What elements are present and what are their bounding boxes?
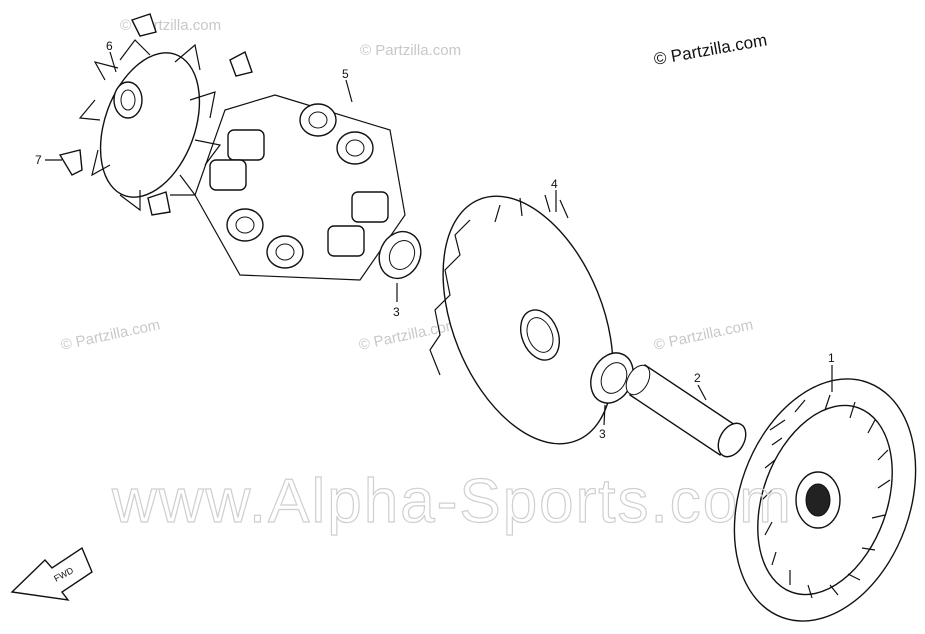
callout-label: 4 <box>551 177 558 191</box>
callout-label: 7 <box>35 153 42 167</box>
callout-label: 5 <box>342 67 349 81</box>
callout-label: 6 <box>106 39 113 53</box>
slider-clip-part-7 <box>58 13 253 216</box>
fwd-arrow-icon: FWD <box>10 546 93 601</box>
watermark-small: © Partzilla.com <box>59 316 161 354</box>
callout-label: 3 <box>599 427 606 441</box>
roller <box>351 191 389 223</box>
callout-leaders <box>45 51 833 426</box>
movable-drive-face-part-4 <box>429 194 614 445</box>
roller <box>299 103 337 137</box>
callout-label: 2 <box>694 371 701 385</box>
watermark-large: www.Alpha-Sports.com <box>111 467 793 536</box>
fixed-drive-face-part-1 <box>733 378 917 622</box>
watermark-small: © Partzilla.com <box>652 316 754 354</box>
bushing-part-3-lower <box>590 352 634 404</box>
roller <box>227 129 265 161</box>
callout-label: 3 <box>393 305 400 319</box>
ramp-plate-part-6 <box>78 39 222 212</box>
roller <box>336 131 374 165</box>
roller <box>226 208 264 242</box>
weight-rollers-part-5 <box>194 94 406 281</box>
copyright-label: © Partzilla.com <box>652 30 768 69</box>
watermark-small: © Partzilla.com <box>360 42 461 59</box>
sleeve-part-2 <box>625 363 747 458</box>
roller <box>209 159 247 191</box>
callout-label: 1 <box>828 351 835 365</box>
roller <box>266 235 304 269</box>
roller <box>327 225 365 257</box>
watermark-small: © Partzilla.com <box>357 316 459 354</box>
bushing-part-3-upper <box>378 230 422 280</box>
